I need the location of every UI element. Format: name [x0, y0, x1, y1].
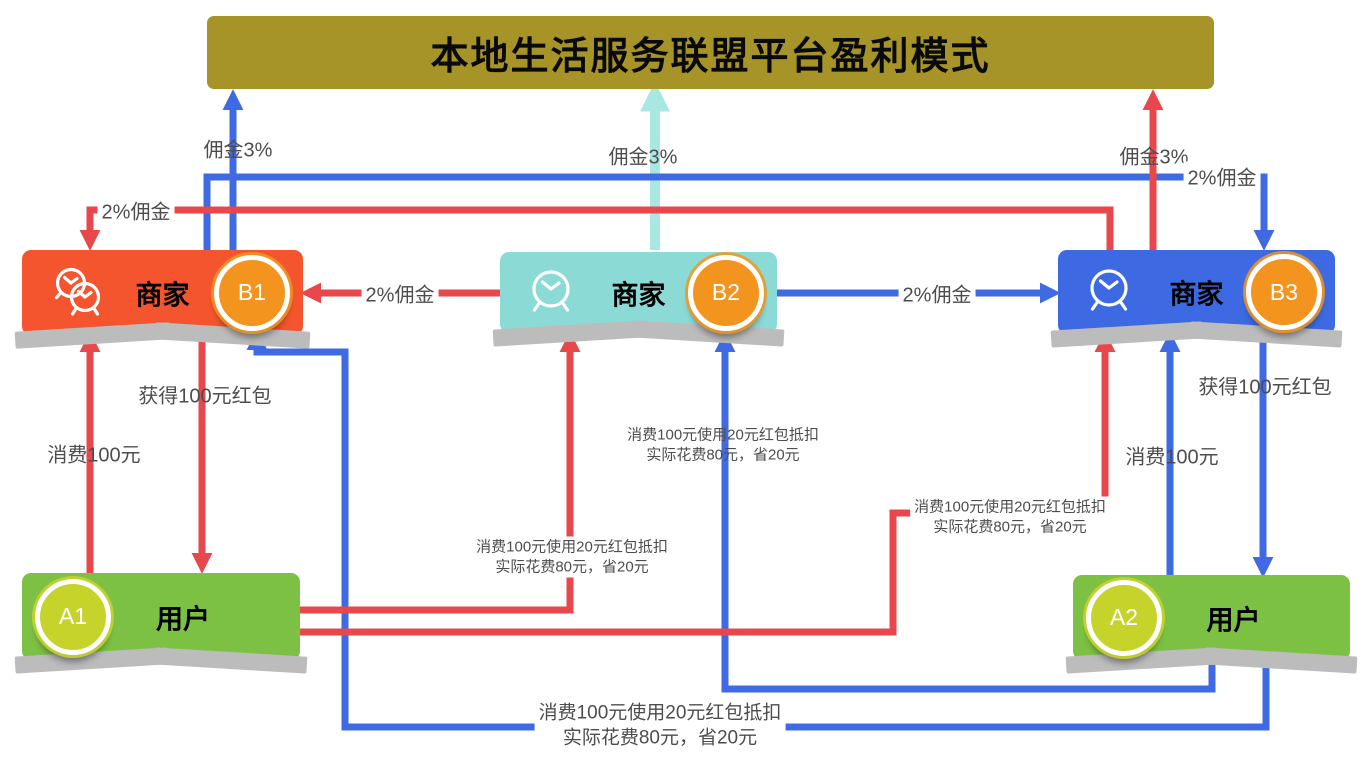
title-banner: 本地生活服务联盟平台盈利模式 [207, 16, 1214, 89]
discount-line2: 实际花费80元，省20元 [646, 446, 800, 463]
discount-line2: 实际花费80元，省20元 [495, 558, 649, 575]
user-a1-card[interactable]: 用户 A1 [14, 573, 308, 674]
arrow-discount-a2-to-b1 [246, 329, 1270, 731]
label-commission2-b2-to-b3: 2%佣金 [898, 278, 976, 308]
label-discount-a1-to-b2: 消费100元使用20元红包抵扣 实际花费80元，省20元 [472, 536, 672, 578]
user-a1-label: 用户 [156, 604, 210, 634]
label-commission2-b1-to-b3: 2%佣金 [1183, 161, 1261, 191]
discount-line2: 实际花费80元，省20元 [562, 727, 758, 748]
label-commission3-b2: 佣金3% [608, 146, 678, 169]
label-commission3-b1: 佣金3% [203, 139, 273, 162]
user-a1-badge: A1 [35, 578, 111, 655]
merchant-b3-badge: B3 [1246, 254, 1322, 330]
user-a2-card[interactable]: 用户 A2 [1065, 575, 1358, 674]
merchant-b2-label: 商家 [611, 280, 666, 310]
user-a2-badge: A2 [1086, 579, 1162, 656]
arrow-discount-a1-to-b3 [300, 331, 1116, 636]
merchant-b1-label: 商家 [135, 280, 190, 310]
merchant-b2-badge: B2 [688, 254, 764, 331]
merchant-b3-card[interactable]: 商家 B3 [1050, 250, 1343, 348]
label-discount-a2-to-b1: 消费100元使用20元红包抵扣 实际花费80元，省20元 [534, 700, 786, 752]
merchant-b1-card[interactable]: 商家 B1 [14, 250, 311, 349]
arrow-discount-a2-to-b2 [714, 331, 1216, 693]
label-redpacket-a2: 获得100元红包 [1198, 376, 1332, 399]
double-alarm-clock-icon [48, 264, 110, 322]
label-commission2-b2-to-b1: 2%佣金 [361, 278, 439, 308]
discount-line2: 实际花费80元，省20元 [933, 518, 1087, 535]
discount-line1: 消费100元使用20元红包抵扣 [627, 426, 819, 444]
label-commission3-b3: 佣金3% [1119, 146, 1189, 169]
label-discount-a1-to-b3: 消费100元使用20元红包抵扣 实际花费80元，省20元 [910, 496, 1110, 538]
label-redpacket-a1: 获得100元红包 [138, 385, 272, 408]
discount-line1: 消费100元使用20元红包抵扣 [476, 538, 668, 556]
user-a2-label: 用户 [1206, 605, 1261, 635]
discount-line1: 消费100元使用20元红包抵扣 [538, 702, 782, 724]
label-discount-a2-to-b2: 消费100元使用20元红包抵扣 实际花费80元，省20元 [623, 425, 823, 466]
alarm-clock-icon [1084, 265, 1134, 319]
merchant-b1-badge: B1 [214, 254, 290, 331]
label-consume-a1: 消费100元 [47, 444, 141, 467]
discount-line1: 消费100元使用20元红包抵扣 [914, 498, 1106, 516]
merchant-b3-label: 商家 [1169, 279, 1224, 310]
label-consume-a2: 消费100元 [1125, 446, 1219, 469]
arrow-discount-a1-to-b2 [300, 331, 581, 614]
label-commission2-b3-to-b1: 2%佣金 [97, 195, 175, 225]
arrow-commission2-b3-to-b1 [79, 206, 1114, 251]
merchant-b2-card[interactable]: 商家 B2 [492, 252, 785, 347]
alarm-clock-icon [526, 266, 576, 320]
